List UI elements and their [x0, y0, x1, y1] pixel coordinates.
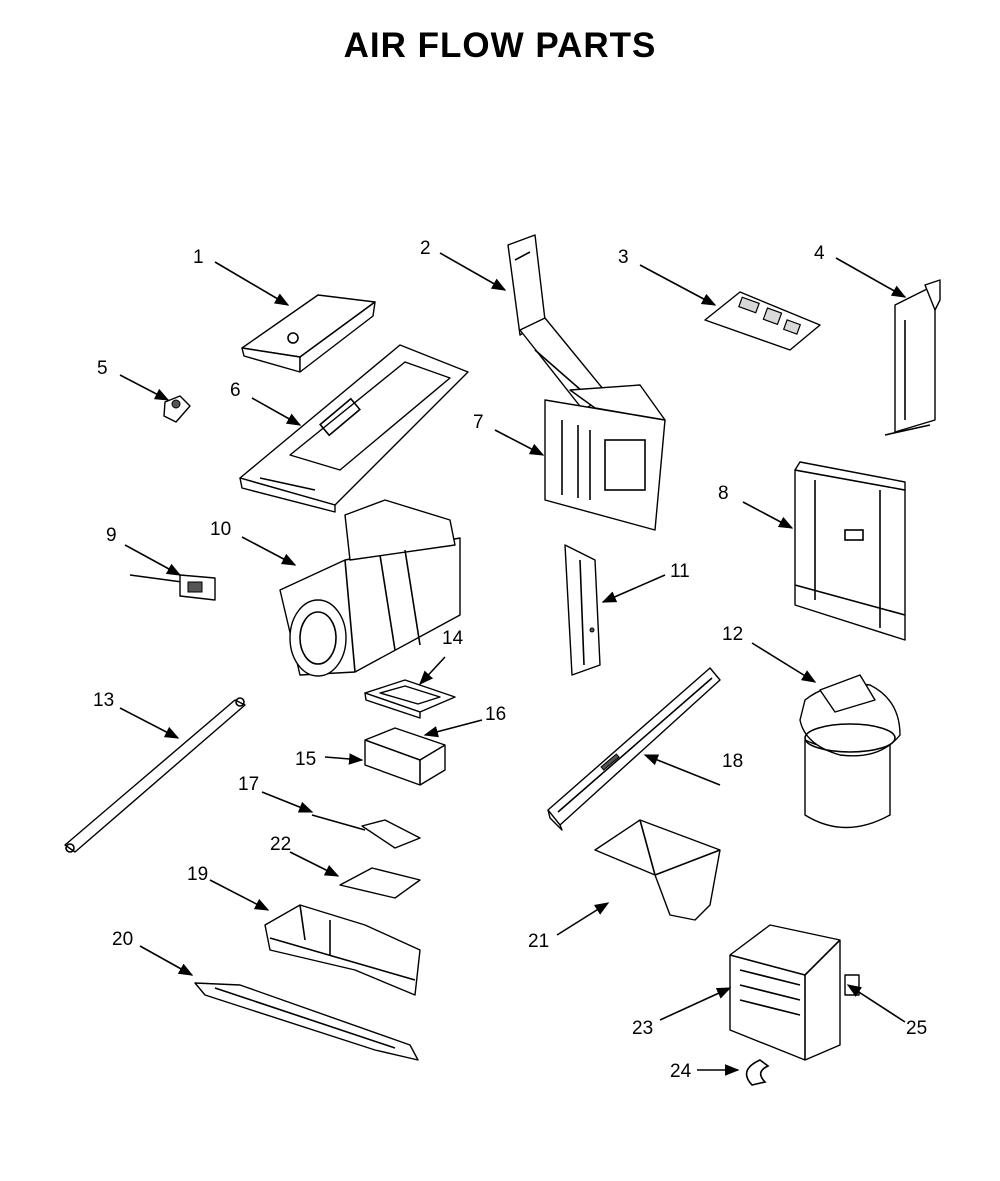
part-21	[594, 819, 721, 921]
part-3	[704, 291, 821, 351]
part-23	[729, 924, 860, 1061]
callout-15: 15	[295, 749, 316, 770]
part-4	[884, 279, 941, 436]
callout-18: 18	[722, 751, 743, 772]
callout-20: 20	[112, 929, 133, 950]
callout-1: 1	[193, 247, 204, 268]
part-2	[507, 234, 609, 411]
part-11	[564, 544, 601, 676]
part-17	[311, 814, 421, 849]
part-12	[799, 674, 901, 829]
callout-2: 2	[420, 238, 431, 259]
part-6	[239, 344, 469, 513]
part-7	[544, 384, 666, 531]
callout-25: 25	[906, 1018, 927, 1039]
callout-24: 24	[670, 1061, 692, 1082]
callout-12: 12	[722, 624, 743, 645]
callout-22: 22	[270, 834, 291, 855]
callout-19: 19	[187, 864, 208, 885]
callout-3: 3	[618, 247, 629, 268]
callout-17: 17	[238, 774, 259, 795]
part-10	[279, 499, 461, 677]
page-title: AIR FLOW PARTS	[343, 26, 657, 65]
part-5	[163, 395, 191, 423]
part-14	[364, 679, 456, 719]
callout-14: 14	[442, 628, 464, 649]
part-15-16	[364, 727, 446, 786]
callout-numbers: 1 2 3 4 5 6 7 8 9 10 11 12 13 14 16 15 1…	[93, 238, 927, 1082]
callout-13: 13	[93, 690, 114, 711]
callout-10: 10	[210, 519, 231, 540]
part-8	[794, 461, 906, 641]
part-13	[64, 697, 246, 853]
callout-4: 4	[814, 243, 825, 264]
callout-7: 7	[473, 412, 484, 433]
callout-5: 5	[97, 358, 108, 379]
callout-8: 8	[718, 483, 729, 504]
part-22	[339, 867, 421, 899]
part-19	[264, 904, 421, 996]
callout-9: 9	[106, 525, 117, 546]
leader-lines	[119, 252, 907, 1076]
callout-6: 6	[230, 380, 241, 401]
part-18	[547, 667, 721, 831]
part-1	[241, 294, 376, 373]
callout-21: 21	[528, 931, 549, 952]
part-9	[129, 574, 216, 601]
part-20	[194, 982, 419, 1061]
callout-23: 23	[632, 1018, 653, 1039]
part-24	[745, 1059, 770, 1086]
callout-16: 16	[485, 704, 506, 725]
callout-11: 11	[670, 561, 690, 582]
